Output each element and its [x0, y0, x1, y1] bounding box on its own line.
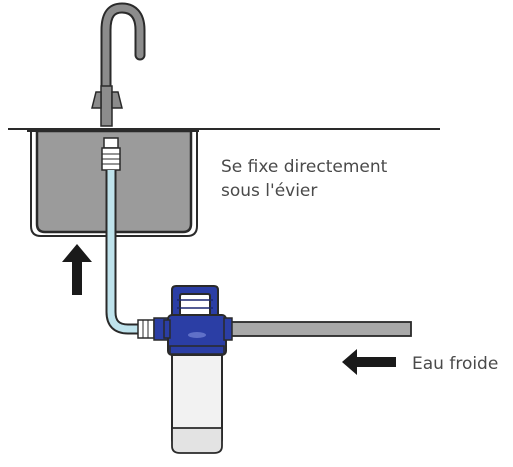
- sink-mount-label-line-1: Se fixe directement: [221, 157, 388, 177]
- hose-connector: [101, 137, 121, 171]
- faucet: [91, 2, 146, 127]
- arrow-up-icon: [62, 244, 92, 295]
- faucet-spout: [100, 2, 146, 94]
- filter-logo: [188, 332, 206, 338]
- cold-water-pipe: [227, 321, 412, 337]
- sink-mount-label-line-2: sous l'évier: [221, 181, 318, 201]
- filter-handle: [171, 285, 219, 316]
- arrow-left-icon: [342, 349, 396, 375]
- faucet-body: [100, 85, 113, 127]
- faucet-handle-right: [111, 91, 123, 109]
- hose-fitting: [137, 317, 169, 341]
- cold-water-label: Eau froide: [412, 354, 499, 374]
- water-filter: [163, 285, 233, 454]
- faucet-handle-left: [91, 91, 102, 109]
